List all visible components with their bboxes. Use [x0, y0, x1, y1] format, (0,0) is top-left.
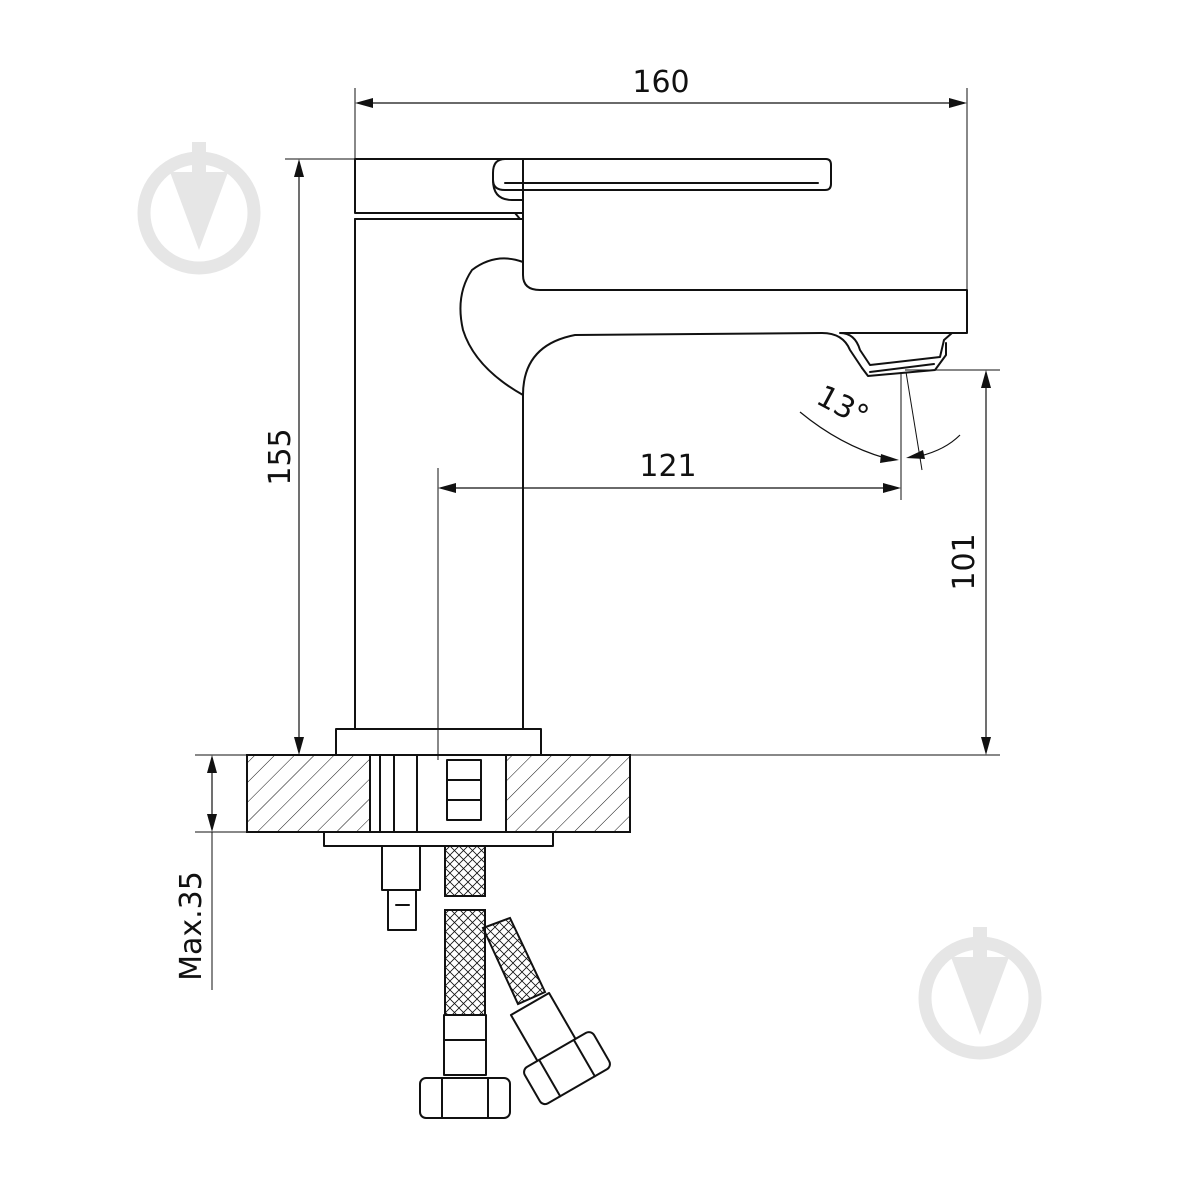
mounting-stud [379, 754, 421, 931]
dimension-max-thickness-label: Max.35 [174, 871, 209, 981]
brand-watermark-icon [918, 927, 1042, 1060]
dimension-spout-height: 101 [630, 369, 1000, 756]
spout [459, 199, 968, 396]
dimension-width: 160 [354, 65, 968, 290]
flex-hose-left [419, 759, 511, 1119]
countertop-section [246, 754, 631, 847]
dimension-spout-height-label: 101 [947, 533, 982, 590]
brand-watermark-icon [137, 142, 261, 275]
dimension-height-label: 155 [263, 428, 298, 485]
lever-handle [354, 158, 832, 201]
dimension-reach: 121 [437, 449, 901, 760]
dimension-max-thickness: Max.35 [174, 754, 247, 990]
dimension-angle: 13° [799, 371, 961, 500]
dimension-height: 155 [263, 158, 355, 755]
dimension-angle-label: 13° [811, 379, 874, 435]
flex-hose-right [481, 916, 611, 1106]
dimension-reach-label: 121 [639, 449, 696, 484]
dimension-width-label: 160 [632, 65, 689, 100]
